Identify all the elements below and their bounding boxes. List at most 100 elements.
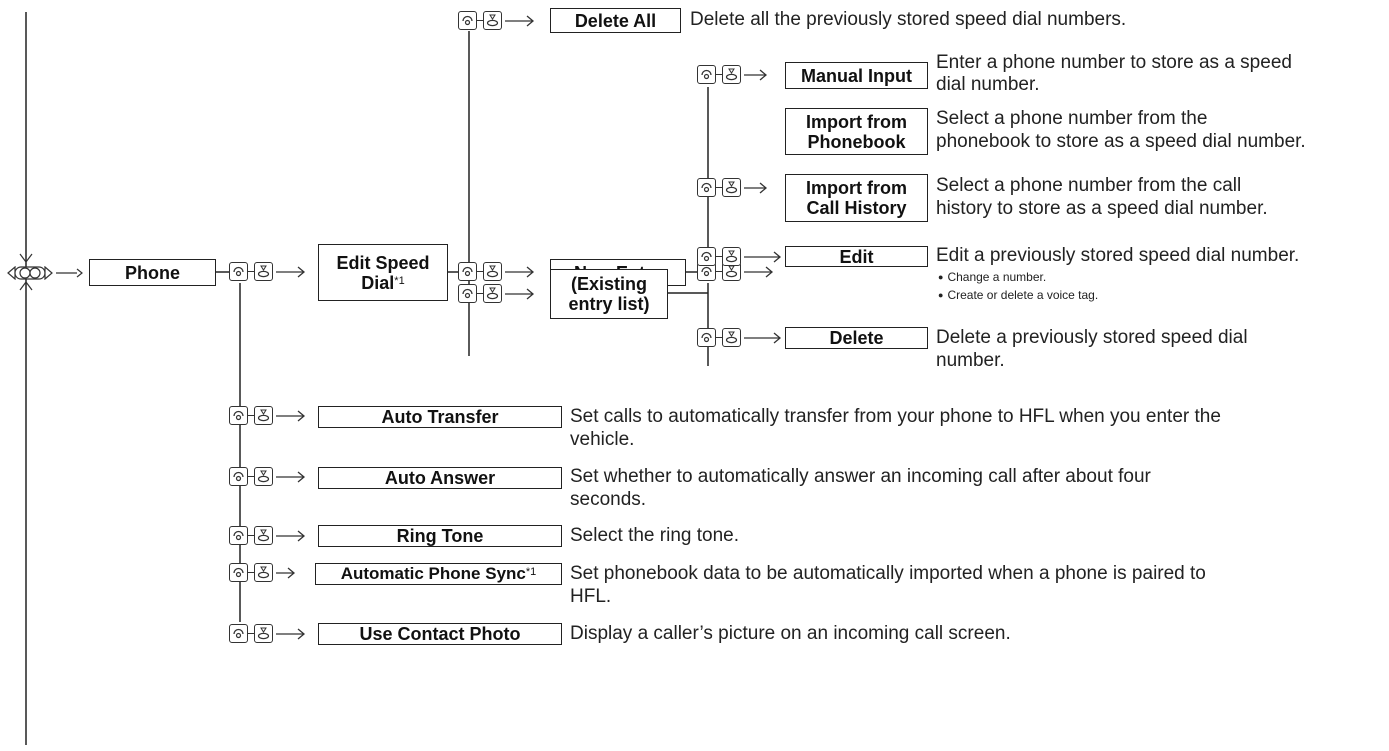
edit-bullet-1: Change a number.: [938, 271, 1046, 285]
rotate-press-arrow: [458, 262, 536, 281]
auto-answer-node[interactable]: Auto Answer: [318, 467, 562, 489]
delete-all-label: Delete All: [574, 10, 657, 31]
import-history-node[interactable]: Import from Call History: [785, 174, 928, 222]
press-icon: [483, 11, 502, 30]
rotate-icon: [229, 406, 248, 425]
rotate-icon: [229, 262, 248, 281]
interface-dial-left-right-icon: [6, 266, 86, 280]
auto-phone-sync-desc-2: HFL.: [570, 586, 612, 607]
use-contact-photo-node[interactable]: Use Contact Photo: [318, 623, 562, 645]
press-icon: [254, 406, 273, 425]
edit-node[interactable]: Edit: [785, 246, 928, 267]
phone-label: Phone: [124, 262, 180, 283]
auto-transfer-node[interactable]: Auto Transfer: [318, 406, 562, 428]
manual-input-desc-1: Enter a phone number to store as a speed: [936, 52, 1292, 73]
import-phonebook-node[interactable]: Import from Phonebook: [785, 108, 928, 155]
auto-phone-sync-desc-1: Set phonebook data to be automatically i…: [570, 563, 1206, 584]
import-phonebook-desc-2: phonebook to store as a speed dial numbe…: [936, 131, 1306, 152]
delete-all-desc: Delete all the previously stored speed d…: [690, 9, 1127, 30]
press-icon: [483, 284, 502, 303]
existing-entry-node[interactable]: (Existing entry list): [550, 269, 668, 319]
delete-label: Delete: [829, 328, 884, 348]
auto-transfer-desc-1: Set calls to automatically transfer from…: [570, 406, 1221, 427]
right-arrow-icon: [276, 471, 306, 482]
import-phonebook-desc-1: Select a phone number from the: [936, 108, 1208, 129]
rotate-press-arrow: [229, 262, 307, 281]
right-arrow-icon: [505, 266, 535, 277]
use-contact-photo-desc: Display a caller’s picture on an incomin…: [570, 623, 1011, 644]
edit-bullet-2: Create or delete a voice tag.: [938, 289, 1098, 303]
delete-node[interactable]: Delete: [785, 327, 928, 349]
ring-tone-desc: Select the ring tone.: [570, 525, 739, 546]
rotate-icon: [458, 11, 477, 30]
ring-tone-node[interactable]: Ring Tone: [318, 525, 562, 547]
press-icon: [254, 624, 273, 643]
rotate-icon: [229, 526, 248, 545]
rotate-icon: [458, 284, 477, 303]
manual-input-desc-2: dial number.: [936, 74, 1040, 95]
rotate-icon: [229, 467, 248, 486]
use-contact-photo-label: Use Contact Photo: [359, 624, 521, 644]
rotate-icon: [697, 328, 716, 347]
rotate-icon: [229, 563, 248, 582]
rotate-press-arrow: [458, 284, 536, 303]
rotate-press-arrow: [697, 247, 783, 266]
right-arrow-icon: [744, 182, 768, 193]
rotate-press-arrow: [229, 406, 307, 425]
auto-phone-sync-node[interactable]: Automatic Phone Sync*1: [315, 563, 562, 585]
rotate-press-arrow: [697, 328, 783, 347]
press-icon: [254, 262, 273, 281]
phone-node[interactable]: Phone: [89, 259, 216, 286]
edit-speed-dial-node[interactable]: Edit Speed Dial*1: [318, 244, 448, 301]
import-history-desc-2: history to store as a speed dial number.: [936, 198, 1268, 219]
edit-desc: Edit a previously stored speed dial numb…: [936, 245, 1300, 266]
right-arrow-icon: [276, 410, 306, 421]
edit-label: Edit: [839, 246, 874, 267]
rotate-icon: [458, 262, 477, 281]
rotate-press-arrow: [458, 11, 536, 30]
press-icon: [722, 262, 741, 281]
right-arrow-icon: [276, 628, 306, 639]
right-arrow-icon: [505, 288, 535, 299]
auto-phone-sync-label: Automatic Phone Sync*1: [340, 564, 537, 583]
rotate-icon: [697, 65, 716, 84]
right-arrow-icon: [505, 15, 535, 26]
auto-transfer-desc-2: vehicle.: [570, 429, 635, 450]
rotate-icon: [697, 262, 716, 281]
press-icon: [254, 467, 273, 486]
rotate-press-arrow: [697, 178, 769, 197]
ring-tone-label: Ring Tone: [396, 526, 484, 546]
rotate-press-arrow: [229, 563, 297, 582]
manual-input-node[interactable]: Manual Input: [785, 62, 928, 89]
press-icon: [722, 328, 741, 347]
edit-speed-dial-label: Edit Speed Dial*1: [336, 252, 430, 293]
rotate-press-arrow: [697, 65, 769, 84]
right-arrow-icon: [276, 567, 296, 578]
rotate-icon: [697, 247, 716, 266]
right-arrow-icon: [276, 266, 306, 277]
auto-answer-label: Auto Answer: [384, 468, 496, 488]
press-icon: [254, 563, 273, 582]
auto-transfer-label: Auto Transfer: [381, 407, 499, 427]
right-arrow-icon: [744, 332, 782, 343]
press-icon: [722, 247, 741, 266]
right-arrow-icon: [744, 266, 774, 277]
delete-desc-2: number.: [936, 350, 1005, 371]
delete-desc-1: Delete a previously stored speed dial: [936, 327, 1248, 348]
rotate-icon: [229, 624, 248, 643]
manual-input-label: Manual Input: [801, 65, 912, 86]
press-icon: [722, 178, 741, 197]
import-history-desc-1: Select a phone number from the call: [936, 175, 1242, 196]
delete-all-node[interactable]: Delete All: [550, 8, 681, 33]
rotate-press-arrow: [697, 262, 775, 281]
auto-answer-desc-2: seconds.: [570, 489, 647, 510]
rotate-icon: [697, 178, 716, 197]
press-icon: [254, 526, 273, 545]
rotate-press-arrow: [229, 624, 307, 643]
rotate-press-arrow: [229, 526, 307, 545]
right-arrow-icon: [744, 251, 782, 262]
press-icon: [722, 65, 741, 84]
right-arrow-icon: [744, 69, 768, 80]
right-arrow-icon: [276, 530, 306, 541]
nav-arrow-marks: [19, 253, 33, 291]
